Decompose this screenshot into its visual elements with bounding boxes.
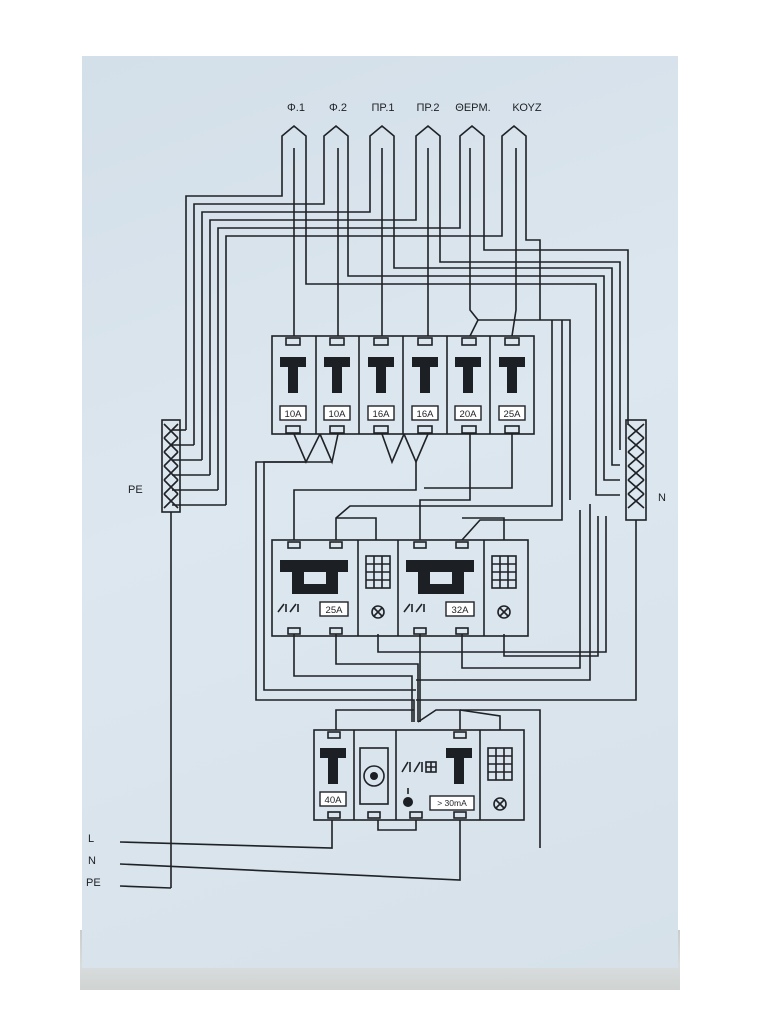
top-wiring [172,148,629,506]
breaker-rating: 20A [460,409,478,420]
supply-label-n: N [88,855,96,867]
switch-contact-icon [403,603,425,613]
middle-wiring [255,319,637,722]
circuit-label-therm: ΘΕΡΜ. [455,102,490,114]
pe-bus-bar: PE [128,419,181,888]
rcd-rating-b: 32A [452,605,470,616]
indicator-lamp-icon [371,605,385,619]
middle-device-row: 25A 32A [271,539,529,637]
lower-wiring [293,516,607,848]
main-breaker-icon [320,748,346,758]
circuit-labels: Φ.1 Φ.2 ΠΡ.1 ΠΡ.2 ΘΕΡΜ. ΚΟΥΖ [287,102,542,114]
test-button-icon [403,797,413,807]
circuit-label-kouz: ΚΟΥΖ [512,102,542,114]
connector-symbol [323,124,349,148]
surge-module [359,747,389,805]
circuit-label-phi2: Φ.2 [329,102,347,114]
indicator-lamp-icon [493,797,507,811]
breaker-rating: 25A [504,409,522,420]
double-pole-switch-icon [280,560,348,572]
circuit-label-pr1: ΠΡ.1 [371,102,394,114]
breaker-rating: 16A [417,409,435,420]
double-pole-switch-icon [406,560,474,572]
supply-wiring: L N PE [86,820,461,889]
connector-symbol [415,124,441,148]
breaker-module: 10A [279,336,317,434]
breaker-module: 25A [498,337,526,434]
circuit-label-phi1: Φ.1 [287,102,305,114]
pe-bus-label: PE [128,484,143,496]
breaker-module: 20A [454,336,491,434]
main-breaker-rating: 40A [325,795,343,806]
outlet-connector-symbols [281,124,527,148]
breaker-module: 10A [323,336,360,434]
breaker-rating: 10A [285,409,303,420]
bottom-device-row: 40A > 30mA [313,729,525,821]
indicator-lamp-icon [497,605,511,619]
supply-label-l: L [88,833,94,845]
rcd-sensitivity: > 30mA [437,798,467,808]
circuit-label-pr2: ΠΡ.2 [416,102,439,114]
switch-contact-icon [277,603,299,613]
bottom-din-rail-block [313,729,525,821]
connector-symbol [369,124,395,148]
n-bus-bar: N [625,419,666,521]
middle-din-rail-block [271,539,529,637]
connector-symbol [459,124,485,148]
breaker-rating: 10A [329,409,347,420]
breaker-rating: 16A [373,409,391,420]
supply-label-pe: PE [86,877,101,889]
connector-symbol [281,124,307,148]
breaker-module: 16A [367,336,404,434]
rcd-rating-a: 25A [326,605,344,616]
connector-symbol [501,124,527,148]
meter-dial-icon [363,765,385,787]
rcd-contact-icon [401,761,423,773]
n-bus-label: N [658,492,666,504]
top-breaker-row: 10A 10A 16A 16A [271,335,535,435]
breaker-module: 16A [411,336,448,434]
